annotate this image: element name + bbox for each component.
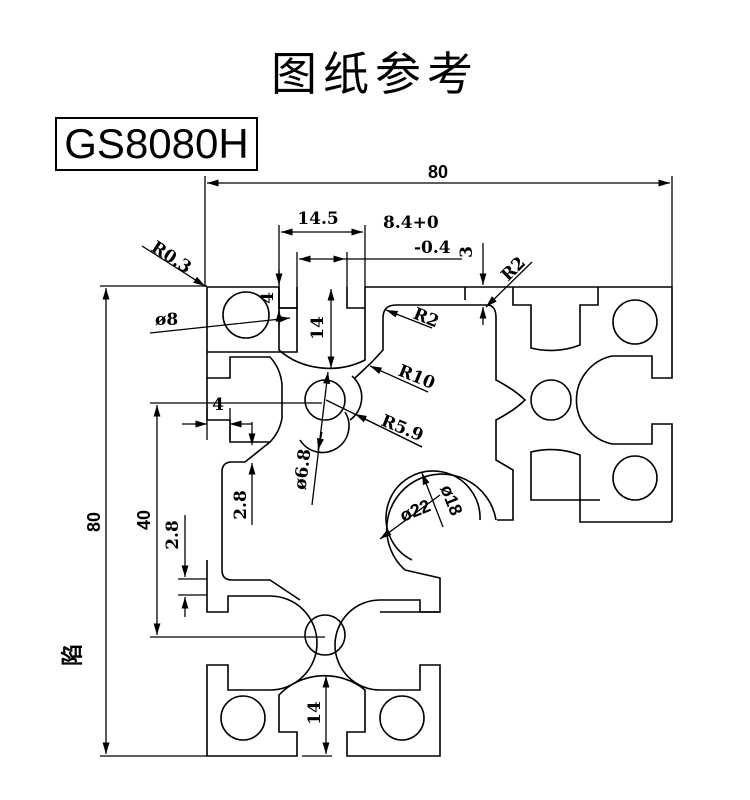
- top-right-block: [365, 286, 673, 523]
- bore-inner: [385, 470, 481, 561]
- dim-fillet-r2-inner: R2: [410, 304, 442, 332]
- dim-slot-depth-top: 14: [308, 316, 328, 340]
- dim-half-height: 40: [134, 510, 154, 530]
- dim-radius-r5-9: R5.9: [378, 411, 426, 446]
- dim-fillet-r10: R10: [395, 361, 438, 394]
- dim-slot-opening: 14.5: [297, 209, 338, 229]
- dim-bore-inner: ø18: [436, 482, 466, 518]
- dim-lip-4-left: 4: [212, 395, 224, 415]
- corner-block-top-left: [206, 286, 298, 443]
- dim-bore-outer: ø22: [397, 496, 433, 526]
- hole-bottom-right: [379, 695, 425, 741]
- dim-overall-height: 80: [84, 512, 104, 532]
- dim-slot-lip-3: 3: [457, 246, 477, 258]
- dim-wall-2-8-right: 2.8: [231, 490, 251, 520]
- page-title: 图纸参考: [271, 47, 479, 101]
- hole-right-lower: [612, 455, 658, 501]
- dim-slot-depth-bottom: 14: [305, 701, 325, 725]
- dim-corner-radius: R0.3: [147, 237, 195, 278]
- hole-top-left: [222, 291, 270, 339]
- dim-fillet-r2-outer: R2: [497, 253, 530, 286]
- dim-wall-2-8-left: 2.8: [163, 520, 183, 550]
- side-note: 陷: [61, 644, 86, 666]
- top-left-slot: [278, 287, 366, 370]
- top-right-slot: [512, 287, 599, 352]
- model-label: GS8080H: [55, 117, 258, 171]
- dim-slot-tol-upper: 8.4+0: [383, 213, 439, 233]
- dim-center-hole: ø6.8: [291, 448, 316, 491]
- dim-lip-4-top: 4: [258, 292, 278, 304]
- center-hole-right: [530, 379, 572, 421]
- dimension-lines: [100, 176, 673, 757]
- bore-outer: [386, 473, 497, 571]
- hole-bottom-left: [220, 695, 266, 741]
- bottom-left-block: [206, 560, 441, 757]
- hole-top-right: [612, 299, 658, 345]
- dim-slot-tol-lower: -0.4: [414, 238, 451, 258]
- dim-overall-width: 80: [428, 162, 448, 182]
- center-hole-lower: [304, 614, 346, 656]
- dim-hole-8: ø8: [155, 310, 178, 330]
- inner-cavity: [221, 441, 301, 601]
- r2-pocket: [382, 304, 527, 521]
- profile-outline: [206, 286, 673, 757]
